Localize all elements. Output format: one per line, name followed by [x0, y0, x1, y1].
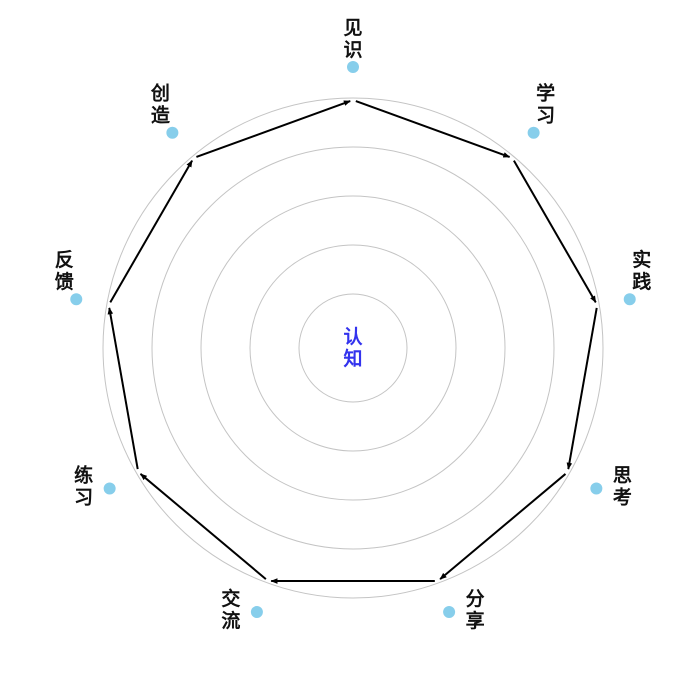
- cycle-arrow: [439, 473, 567, 580]
- node-label: 分享: [466, 588, 485, 632]
- node-label: 交流: [221, 587, 240, 632]
- node-dot: [590, 482, 603, 495]
- center-label: 认知: [343, 325, 362, 370]
- node-dot: [103, 482, 116, 495]
- cycle-arrows: [107, 100, 598, 584]
- node-dot: [250, 606, 263, 619]
- cycle-arrow: [513, 160, 597, 303]
- ring-circle: [249, 244, 457, 452]
- node-dot: [347, 61, 359, 73]
- ring-circle: [200, 195, 506, 501]
- ring-circle: [102, 97, 604, 599]
- node-dot: [527, 126, 540, 139]
- cycle-arrow: [196, 100, 351, 158]
- cycle-arrow: [107, 307, 139, 470]
- cycle-arrow: [109, 160, 193, 303]
- node-dot: [70, 293, 83, 306]
- cycle-arrow: [355, 100, 511, 158]
- node-dot: [166, 126, 179, 139]
- center-text: 认知: [343, 325, 362, 370]
- ring-circle: [151, 146, 555, 550]
- node-label: 思考: [613, 465, 632, 509]
- node-label: 实践: [632, 248, 651, 293]
- node-dot: [623, 293, 636, 306]
- node-label: 创造: [150, 82, 171, 127]
- cycle-arrow: [139, 473, 267, 580]
- node-label: 学习: [536, 82, 555, 127]
- node-label: 练习: [74, 464, 93, 509]
- cycle-arrow: [566, 307, 598, 470]
- ring-circle: [298, 293, 408, 403]
- node-label: 见识: [343, 17, 362, 61]
- node-label: 反馈: [55, 249, 74, 293]
- concentric-rings: [102, 97, 604, 599]
- node-dot: [443, 606, 456, 619]
